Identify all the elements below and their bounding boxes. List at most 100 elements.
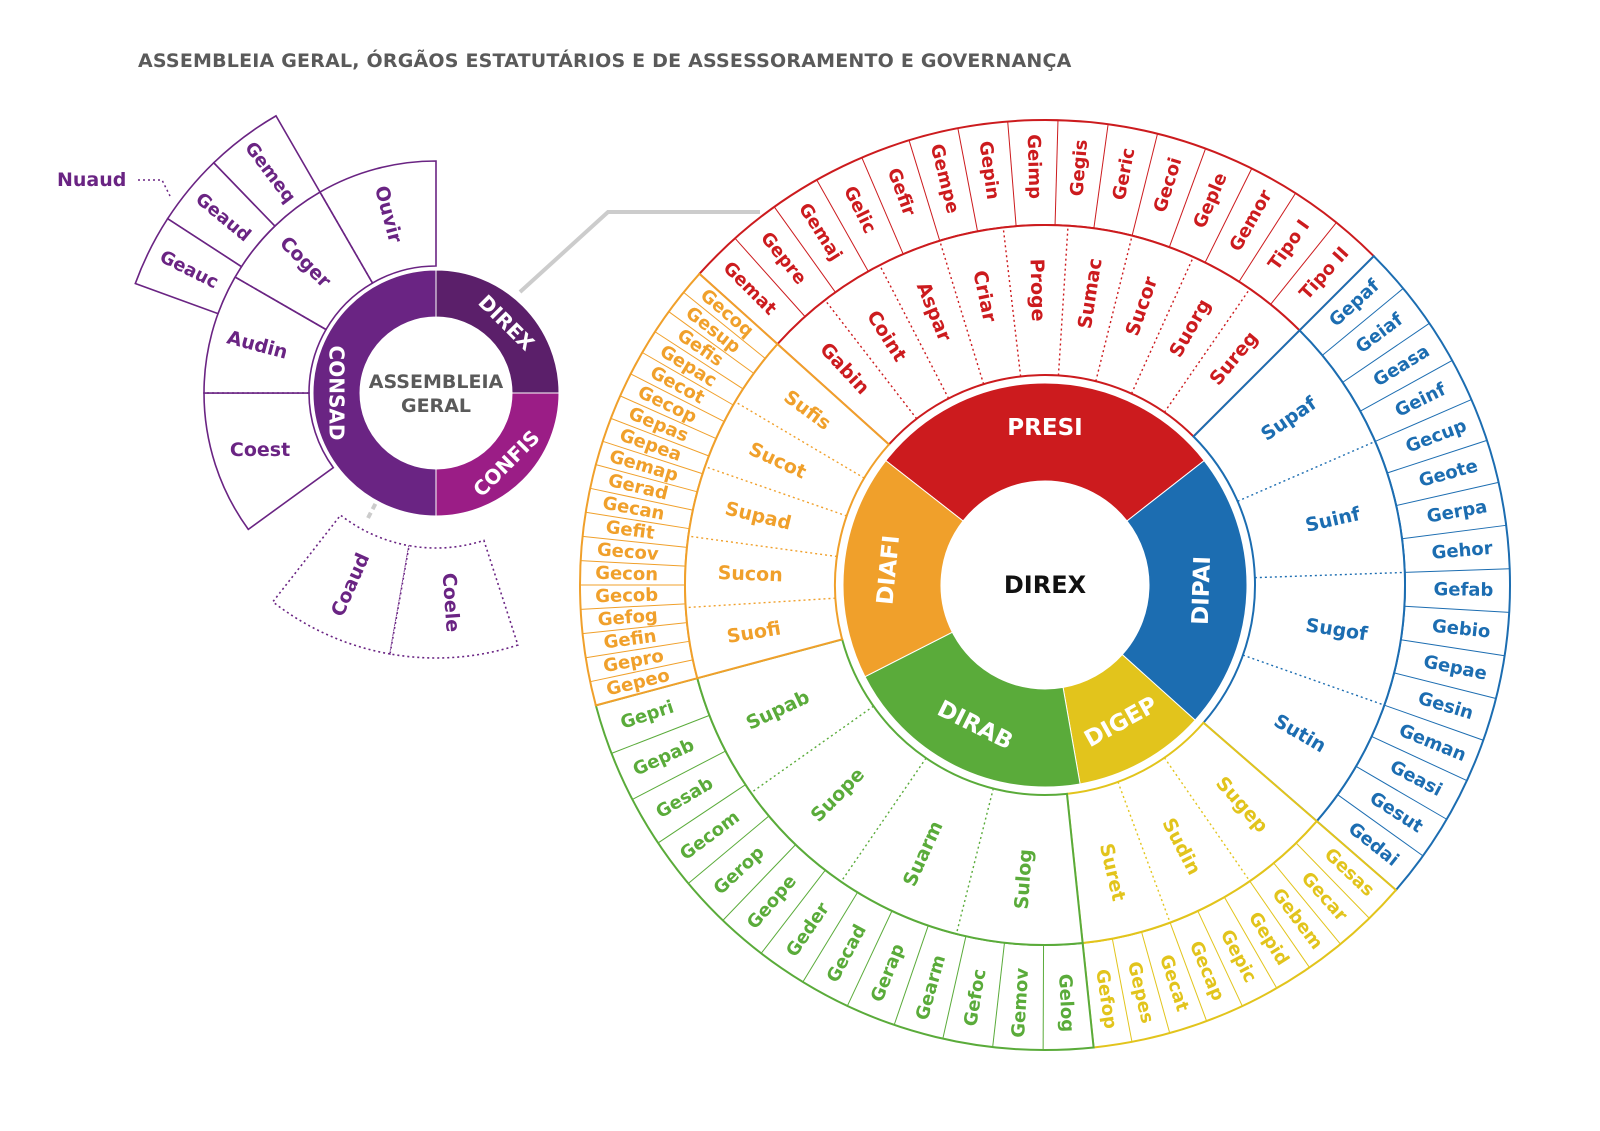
unit-divider — [1054, 120, 1059, 226]
sup-sulog: Sulog — [1011, 848, 1037, 910]
unit-gelog: Gelog — [1054, 973, 1078, 1032]
unit-divider — [1374, 399, 1472, 442]
sup-divider — [734, 401, 865, 479]
core-label-presi: PRESI — [1007, 415, 1082, 441]
label-nuaud: Nuaud — [57, 169, 126, 191]
unit-divider — [668, 311, 755, 374]
ring-label-consad: CONSAD — [325, 346, 349, 441]
unit-divider — [585, 640, 690, 659]
unit-gegis: Gegis — [1067, 139, 1093, 197]
unit-divider — [1168, 148, 1207, 248]
assembly-center-label: GERAL — [401, 395, 471, 417]
unit-divider — [773, 206, 836, 293]
sup-divider — [840, 757, 927, 883]
sup-proge: Proge — [1025, 258, 1049, 321]
unit-divider — [642, 352, 734, 406]
unit-divider — [1270, 222, 1337, 305]
band-dirab-sups — [696, 638, 1084, 946]
unit-divider — [590, 659, 693, 683]
connector-polyline — [518, 210, 760, 294]
unit-divider — [590, 487, 693, 511]
unit-divider — [595, 464, 698, 493]
unit-divider — [1223, 896, 1278, 989]
unit-divider — [1400, 639, 1505, 657]
unit-divider — [1131, 133, 1158, 236]
unit-divider — [846, 910, 893, 1007]
unit-divider — [992, 942, 1005, 1048]
unit-divider — [657, 784, 746, 844]
nuaud-pointer — [138, 179, 171, 197]
unit-divider — [816, 179, 869, 272]
band-presi-sups — [776, 224, 1301, 446]
sup-divider — [1130, 256, 1194, 394]
unit-gecon: Gecon — [595, 563, 658, 586]
unit-divider — [619, 395, 717, 440]
sup-divider — [685, 597, 836, 609]
sup-divider — [1057, 225, 1069, 376]
unit-divider — [1238, 192, 1296, 282]
unit-divider — [683, 291, 766, 359]
unit-divider — [610, 417, 710, 457]
unit-divider — [1355, 765, 1447, 820]
sup-divider — [939, 240, 985, 385]
sup-divider — [1254, 571, 1405, 579]
label-coest: Coest — [230, 439, 290, 461]
unit-divider — [1401, 524, 1507, 540]
unit-divider — [1204, 168, 1253, 263]
sector-ouvir — [318, 160, 437, 285]
page-title: ASSEMBLEIA GERAL, ÓRGÃOS ESTATUTÁRIOS E … — [138, 50, 1072, 72]
sector-coaud — [271, 514, 411, 655]
sup-divider — [955, 788, 994, 935]
unit-divider — [630, 373, 725, 423]
assembly-center-label: ASSEMBLEIA — [369, 371, 504, 393]
unit-divider — [1342, 322, 1430, 383]
unit-divider — [734, 238, 806, 317]
unit-divider — [861, 157, 904, 255]
unit-divider — [1169, 922, 1208, 1022]
unit-divider — [908, 140, 941, 241]
unit-gemov: Gemov — [1008, 967, 1033, 1038]
unit-divider — [1386, 439, 1488, 474]
unit-divider — [654, 331, 744, 390]
unit-divider — [1404, 568, 1510, 573]
assembly-center — [360, 317, 512, 469]
unit-divider — [1396, 481, 1499, 507]
sup-divider — [688, 535, 838, 558]
direx-center-label: DIREX — [1004, 571, 1087, 599]
unit-divider — [893, 925, 929, 1026]
sup-divider — [824, 299, 918, 420]
sup-divider — [1242, 654, 1385, 706]
unit-divider — [1321, 288, 1404, 356]
unit-gehor: Gehor — [1431, 538, 1494, 564]
unit-divider — [582, 535, 688, 548]
unit-divider — [1371, 735, 1468, 782]
sup-divider — [1095, 235, 1133, 382]
unit-divider — [1093, 124, 1109, 229]
unit-divider — [1295, 842, 1370, 919]
unit-divider — [1249, 880, 1310, 968]
band-dipai-sups — [1192, 329, 1406, 823]
sup-divider — [1002, 227, 1022, 377]
unit-gefog: Gefog — [597, 605, 659, 631]
unit-divider — [722, 844, 796, 921]
unit-divider — [1384, 704, 1484, 741]
unit-divider — [1111, 938, 1133, 1042]
sector-coest — [203, 392, 335, 531]
unit-gecob: Gecob — [595, 585, 659, 608]
sector-geaud — [166, 161, 276, 268]
unit-divider — [1360, 360, 1453, 412]
unit-divider — [632, 750, 726, 800]
unit-divider — [1273, 862, 1341, 945]
unit-divider — [580, 603, 686, 610]
unit-divider — [1197, 910, 1243, 1007]
unit-divider — [942, 936, 967, 1039]
sector-geauc — [134, 217, 243, 315]
core-label-dipai: DIPAI — [1188, 556, 1216, 626]
unit-divider — [1393, 672, 1497, 699]
unit-divider — [602, 440, 703, 475]
unit-divider — [802, 892, 858, 983]
sup-divider — [750, 705, 874, 794]
unit-divider — [1404, 605, 1510, 613]
sup-divider — [1163, 757, 1251, 882]
